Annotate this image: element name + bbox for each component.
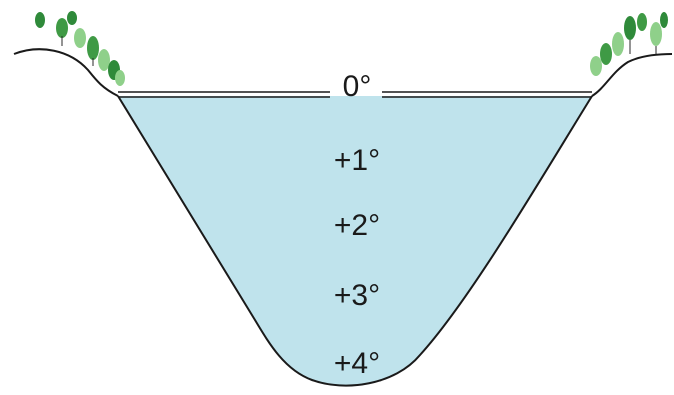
left-ground-outline [13, 48, 119, 97]
depth-temperature-label-4: +4° [334, 347, 380, 380]
water-surface-line [118, 91, 592, 98]
lake-water [118, 96, 592, 386]
surface-temperature-label: 0° [343, 70, 372, 103]
depth-temperature-label-2: +2° [334, 209, 380, 242]
right-trees-icon [590, 12, 668, 76]
depth-temperature-label-1: +1° [334, 144, 380, 177]
left-trees-icon [35, 11, 125, 86]
depth-temperature-label-3: +3° [334, 279, 380, 312]
lake-basin-outline [117, 95, 593, 387]
right-ground-outline [591, 53, 673, 97]
